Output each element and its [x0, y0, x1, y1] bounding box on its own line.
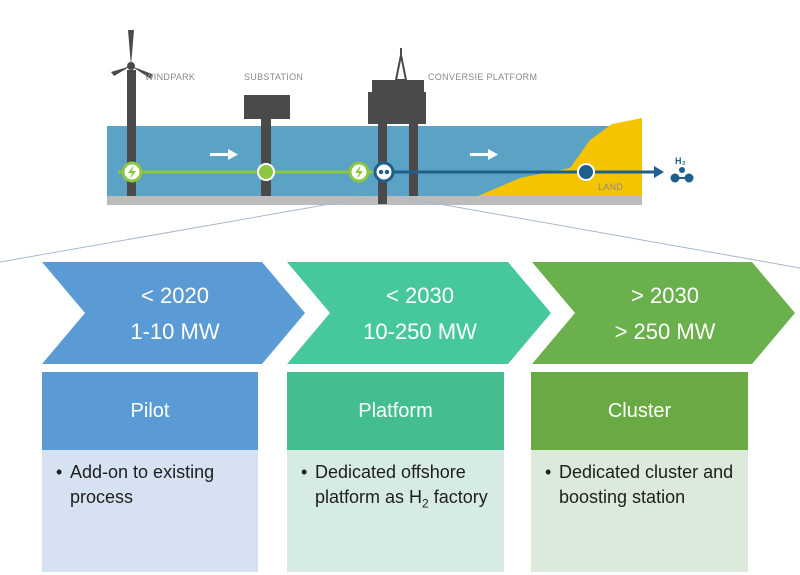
phase-cluster-timeline: > 2030 > 250 MW [575, 278, 755, 350]
seabed-strip [107, 196, 642, 205]
phase-platform-bullet: Dedicated offshore platform as H2 factor… [301, 460, 494, 511]
phase-pilot-header: Pilot [42, 372, 258, 450]
platform-bullet-text-end: factory [428, 487, 488, 507]
turbine-power-node [121, 161, 143, 183]
phase-cluster-bullet: Dedicated cluster and boosting station [545, 460, 738, 510]
phase-pilot-timeline: < 2020 1-10 MW [85, 278, 265, 350]
phase-chevron-platform [287, 262, 551, 364]
flow-arrow-icon [470, 149, 498, 160]
zoom-line-left [0, 196, 371, 263]
platform-bullet-subscript: 2 [422, 496, 429, 511]
phase-pilot-description: Add-on to existing process [42, 450, 258, 572]
phase-cluster-capacity: > 250 MW [614, 319, 716, 344]
land-node [577, 163, 595, 181]
phase-platform-capacity: 10-250 MW [363, 319, 477, 344]
phase-pilot-period: < 2020 [141, 283, 209, 308]
land-label: LAND [598, 182, 623, 192]
substation-icon [244, 95, 290, 196]
platform-label: CONVERSIE PLATFORM [428, 72, 537, 82]
phase-pilot-bullet: Add-on to existing process [56, 460, 248, 510]
flow-arrow-icon [210, 149, 238, 160]
h2-label: H₂ [675, 156, 686, 166]
land-area [478, 118, 642, 196]
phase-cluster-header: Cluster [531, 372, 748, 450]
phase-platform-period: < 2030 [386, 283, 454, 308]
hydrogen-molecule-icon [670, 167, 694, 183]
phase-chevron-pilot [42, 262, 305, 364]
phase-platform-timeline: < 2030 10-250 MW [330, 278, 510, 350]
substation-node [257, 163, 275, 181]
phase-cluster-description: Dedicated cluster and boosting station [531, 450, 748, 572]
substation-label: SUBSTATION [244, 72, 303, 82]
phase-cluster-period: > 2030 [631, 283, 699, 308]
platform-power-node [348, 161, 370, 183]
phase-pilot-capacity: 1-10 MW [130, 319, 220, 344]
pipeline-arrowhead [654, 166, 664, 178]
platform-hydrogen-node [373, 161, 395, 183]
platform-bullet-text: Dedicated offshore platform as H [315, 462, 466, 507]
phase-platform-description: Dedicated offshore platform as H2 factor… [287, 450, 504, 572]
windpark-label: WINDPARK [145, 72, 195, 82]
wind-turbine-icon [111, 30, 152, 196]
phase-chevron-cluster [532, 262, 795, 364]
phase-platform-header: Platform [287, 372, 504, 450]
zoom-line-right [399, 196, 800, 269]
